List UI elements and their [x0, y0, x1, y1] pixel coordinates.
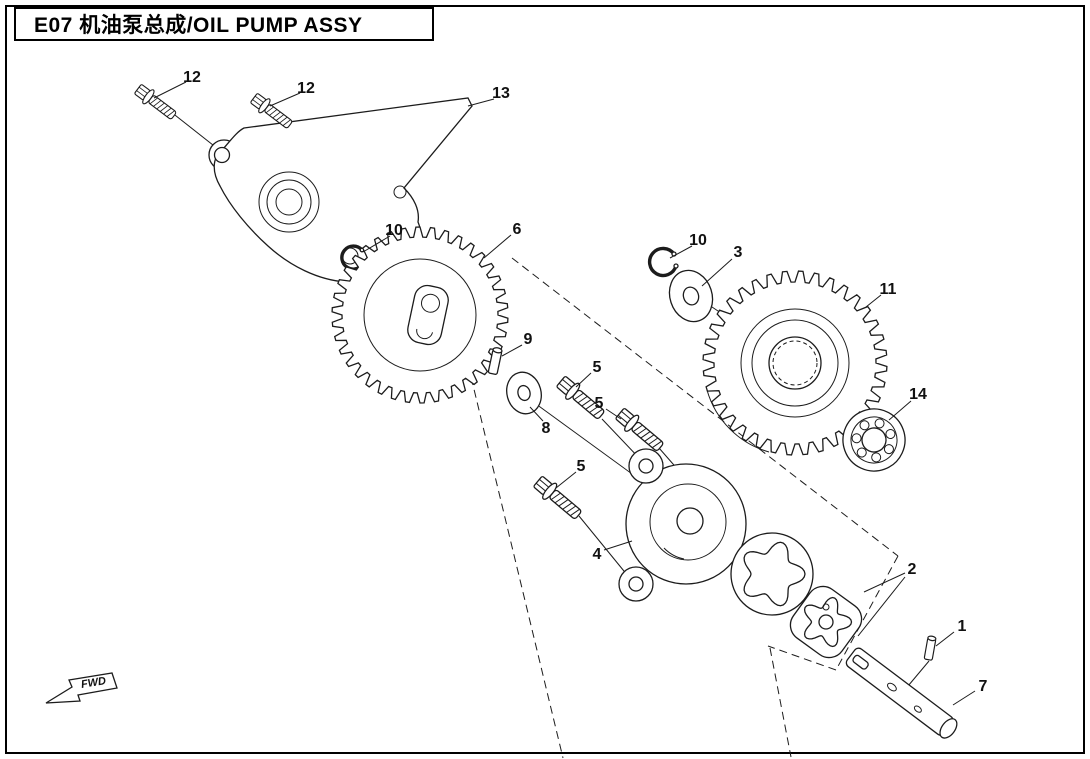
callout-13: 13: [492, 85, 510, 102]
part-rotor-outer: [730, 532, 814, 616]
part-gear-6: [331, 226, 509, 404]
leader-lines: [153, 81, 976, 706]
callout-12-b: 12: [297, 80, 315, 97]
part-bolt-5-b: [612, 404, 668, 456]
part-washer-3: [668, 269, 714, 323]
callout-6: 6: [513, 221, 522, 238]
callout-5-b: 5: [595, 395, 604, 412]
callout-1: 1: [958, 618, 967, 635]
callout-3: 3: [734, 244, 743, 261]
callout-5-c: 5: [577, 458, 586, 475]
part-bolt-5-c: [530, 472, 586, 524]
callout-labels: 12 12 13 10 6 10 3 11 14 9 5 5 8 5 4 2 1…: [183, 69, 987, 695]
callout-9: 9: [524, 331, 533, 348]
callout-10-b: 10: [689, 232, 707, 249]
callout-7: 7: [979, 678, 988, 695]
part-circlip-10-b: [647, 246, 679, 278]
part-washer-8: [506, 371, 542, 415]
part-pin-9: [487, 346, 504, 376]
fwd-label: FWD: [80, 675, 107, 691]
part-gear-11: [702, 270, 888, 456]
part-rotor-inner: [789, 585, 863, 659]
page-border: [5, 5, 1085, 754]
callout-12-a: 12: [183, 69, 201, 86]
callout-11: 11: [880, 281, 897, 298]
callout-4: 4: [593, 546, 602, 563]
part-bearing-14: [842, 408, 906, 472]
title-box: E07 机油泵总成/OIL PUMP ASSY: [14, 7, 434, 41]
callout-2: 2: [908, 561, 917, 578]
callout-8: 8: [542, 420, 551, 437]
page-title: E07 机油泵总成/OIL PUMP ASSY: [34, 14, 363, 37]
callout-10-a: 10: [385, 222, 403, 239]
callout-14: 14: [909, 386, 927, 403]
construction-lines: [464, 257, 899, 759]
part-pin-1: [923, 634, 937, 661]
part-shaft-7: [845, 647, 958, 739]
part-bolt-12-a: [132, 81, 180, 124]
fwd-arrow-icon: FWD: [45, 672, 118, 704]
callout-5-a: 5: [593, 359, 602, 376]
